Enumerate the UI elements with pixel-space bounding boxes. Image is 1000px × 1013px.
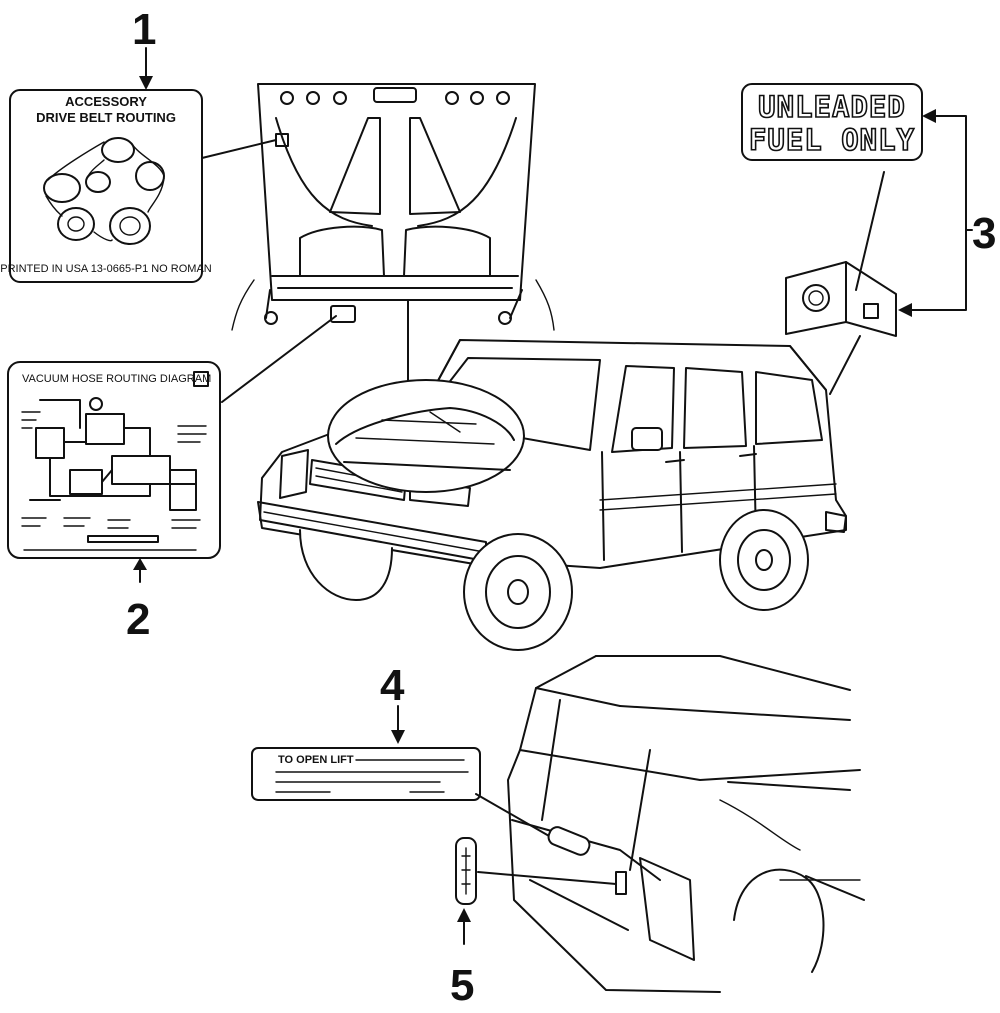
callout-2-arrowhead (133, 558, 147, 570)
emblem-leader (477, 871, 617, 885)
hood-detail-ellipse (327, 379, 525, 493)
vacuum-label-leader (221, 315, 337, 403)
fuel-label-leader (855, 171, 885, 291)
small-emblem-label (455, 837, 477, 905)
callout-3-arrowhead-top (922, 109, 936, 123)
callout-4-arrowhead (391, 730, 405, 744)
hood-vacuum-label-location (330, 305, 356, 323)
vacuum-schematic (21, 397, 207, 551)
hood-underside (231, 83, 555, 331)
belt-routing-title-1: ACCESSORY (65, 94, 147, 109)
vacuum-hose-title: VACUUM HOSE ROUTING DIAGRAM (22, 373, 211, 385)
unleaded-fuel-label: UNLEADED FUEL ONLY (741, 83, 923, 161)
liftgate-instruction-label: TO OPEN LIFT (251, 747, 481, 801)
callout-3-bracket (905, 115, 967, 311)
suv-rear-view (507, 655, 865, 993)
callout-1: 1 (132, 5, 156, 54)
suv-vehicle (257, 339, 847, 651)
belt-routing-title-2: DRIVE BELT ROUTING (36, 110, 176, 125)
belt-label-leader (201, 139, 277, 159)
callout-5-arrowhead (457, 908, 471, 922)
fuel-label-line-1: UNLEADED (758, 90, 906, 124)
fuel-door-leader (829, 335, 861, 395)
belt-routing-label: ACCESSORY DRIVE BELT ROUTING PRINTED IN … (0, 89, 212, 283)
hood-belt-label-location (275, 133, 289, 147)
pulley-drawing (43, 137, 165, 245)
callout-4: 4 (380, 661, 405, 710)
fuel-filler-door (785, 261, 897, 337)
callout-1-arrowhead (139, 76, 153, 90)
fuel-label-line-2: FUEL ONLY (749, 123, 915, 157)
vacuum-hose-label: VACUUM HOSE ROUTING DIAGRAM (7, 361, 221, 559)
callout-3-arrowhead-bottom (898, 303, 912, 317)
belt-routing-footer: PRINTED IN USA 13-0665-P1 NO ROMAN (0, 263, 212, 275)
liftgate-label-leader (475, 793, 557, 841)
callout-2: 2 (126, 595, 150, 644)
liftgate-label-title: TO OPEN LIFT (278, 754, 354, 766)
callout-5: 5 (450, 961, 474, 1010)
callout-3: 3 (972, 209, 996, 258)
